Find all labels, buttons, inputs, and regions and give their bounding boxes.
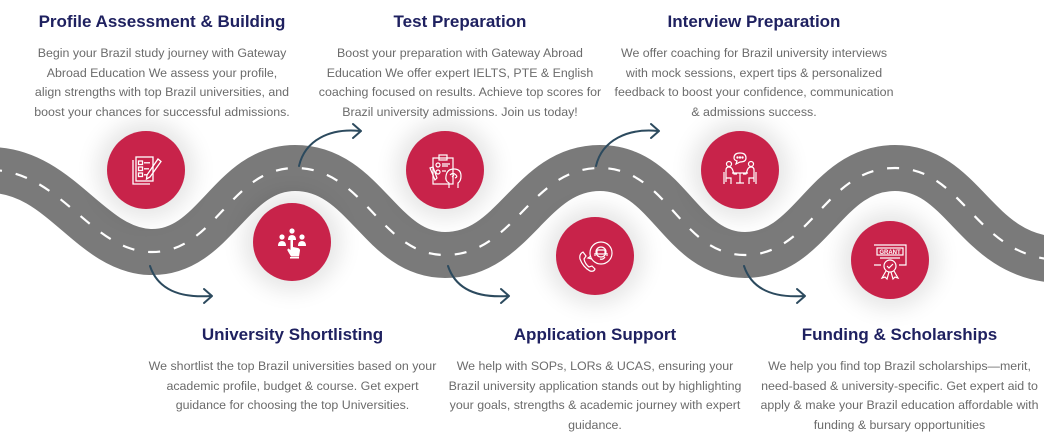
- step-title: Test Preparation: [393, 12, 527, 31]
- step-description: Boost your preparation with Gateway Abro…: [318, 46, 602, 119]
- step-test-preparation: Test Preparation Boost your preparation …: [315, 12, 605, 122]
- step-description: We shortlist the top Brazil universities…: [148, 359, 437, 412]
- phone-support-icon: [579, 241, 613, 272]
- step-description: We help you find top Brazil scholarships…: [760, 359, 1039, 432]
- step-icon-circle: [556, 217, 634, 295]
- arrow-icon: [595, 123, 660, 167]
- step-title: University Shortlisting: [201, 325, 384, 344]
- people-select-icon: [278, 228, 306, 259]
- step-description: Begin your Brazil study journey with Gat…: [34, 46, 290, 119]
- grant-certificate-icon: GRANT: [874, 244, 907, 281]
- step-title: Profile Assessment & Building: [38, 12, 286, 31]
- step-university-shortlisting: University Shortlisting We shortlist the…: [140, 325, 445, 416]
- step-description: We offer coaching for Brazil university …: [614, 46, 894, 119]
- arrow-icon: [447, 265, 510, 304]
- step-funding-scholarships: Funding & Scholarships We help you find …: [752, 325, 1044, 435]
- step-application-support: Application Support We help with SOPs, L…: [445, 325, 745, 435]
- grant-label: GRANT: [879, 250, 901, 256]
- step-profile-assessment: Profile Assessment & Building Begin your…: [12, 12, 312, 122]
- clipboard-brain-icon: [429, 154, 462, 188]
- step-icon-circle: [107, 131, 185, 209]
- arrow-icon: [743, 265, 806, 304]
- step-icon-circle: [701, 131, 779, 209]
- interview-table-icon: [723, 152, 757, 184]
- checklist-pencil-icon: [132, 156, 162, 185]
- arrow-icon: [149, 265, 213, 304]
- step-title: Interview Preparation: [667, 12, 841, 31]
- arrow-icon: [298, 123, 362, 167]
- step-icon-circle: GRANT: [851, 221, 929, 299]
- step-icon-circle: [406, 131, 484, 209]
- step-title: Funding & Scholarships: [801, 325, 998, 344]
- step-description: We help with SOPs, LORs & UCAS, ensuring…: [448, 359, 742, 432]
- step-title: Application Support: [513, 325, 677, 344]
- step-icon-circle: [253, 203, 331, 281]
- step-interview-preparation: Interview Preparation We offer coaching …: [610, 12, 898, 122]
